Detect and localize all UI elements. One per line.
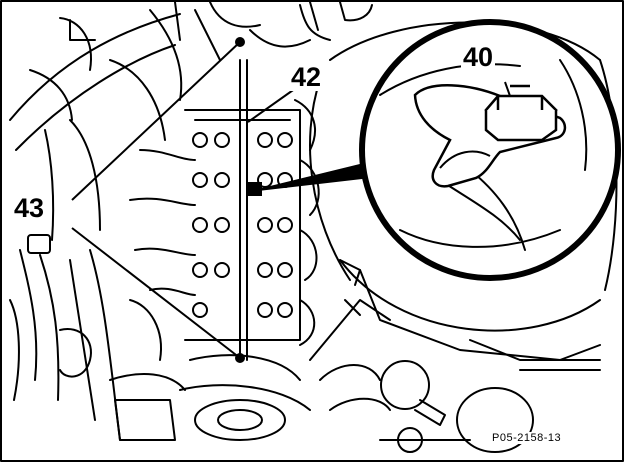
callout-label-42: 42: [289, 62, 324, 92]
callout-label-43: 43: [13, 193, 46, 223]
callout-label-40: 40: [461, 42, 496, 72]
detail-magnifier: [359, 19, 621, 281]
engine-bay-background: [9, 9, 221, 441]
figure-code: P05-2158-13: [490, 432, 564, 444]
injection-lines-assembly: [129, 59, 320, 361]
bolt-40: [484, 84, 558, 142]
callout-43-lines: [71, 37, 245, 363]
callout-42-leader: [247, 87, 297, 123]
top-hoses: [174, 1, 373, 48]
lower-components: [179, 259, 534, 453]
